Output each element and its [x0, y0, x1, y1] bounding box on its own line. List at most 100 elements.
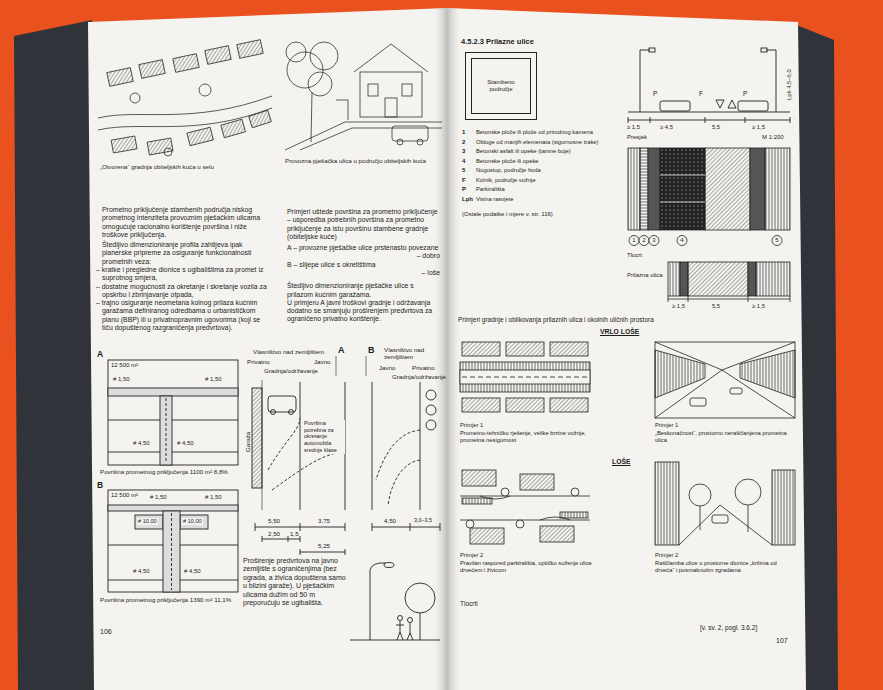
label-text: ≥ 1,5	[752, 303, 765, 310]
area-box: Stambeno područje	[465, 52, 537, 120]
label-text: Površina prometnog priključenja 1390 m² …	[100, 596, 260, 603]
plan-b	[108, 490, 238, 592]
label-text: Betonski asfalt ili opeke (tamne boje)	[476, 148, 571, 155]
label-text: Nogostup, područje hoda	[476, 167, 541, 174]
example-perspective	[655, 462, 795, 545]
label-text: # 1,50	[150, 494, 167, 501]
label-text: 4.5.2.3 Prilazne ulice	[461, 37, 534, 46]
text-column: Primjeri uštede površina za prometno pri…	[287, 208, 440, 324]
label-text: # 10,00	[137, 518, 158, 525]
label-text: 5,50	[268, 517, 280, 524]
label-text: 2	[462, 139, 465, 146]
label-text: 3	[462, 148, 465, 155]
label-text: Štedljivo dimenzioniranje profila zahtij…	[102, 241, 267, 266]
label-text: Prometno priključenje stambenih područja…	[102, 206, 267, 239]
label-text: 5	[462, 167, 465, 174]
label-text: P	[462, 186, 466, 193]
label-text: Javno	[379, 364, 396, 371]
label-text: Garaža	[244, 432, 251, 452]
example-plan	[460, 470, 590, 544]
label-text: 2,50	[268, 530, 280, 537]
village-sketch	[98, 40, 272, 156]
label-text: ≥ 1,5	[627, 124, 640, 131]
box-label: Stambeno područje	[475, 78, 527, 94]
label-text: ≥ 1,5	[672, 303, 685, 310]
label-text: U primjeru A javni troškovi gradnje i od…	[287, 299, 440, 324]
label-text: 5,5	[712, 303, 720, 310]
label-text: Javno	[314, 358, 331, 365]
label-text: Vlasništvo nad zemljištem	[253, 348, 324, 355]
label-text: B – slijepe ulice s okretištima	[287, 261, 440, 269]
label-text: # 1,50	[113, 376, 130, 383]
example-plan	[460, 342, 590, 412]
label-text: Primjeri gradnje i oblikovanja prilaznih…	[458, 316, 654, 324]
label-text: ≥ 1,5	[752, 124, 765, 131]
label-text: # 4,50	[133, 568, 150, 575]
label-text: – kratke i pregledne dionice s ugibališt…	[102, 266, 267, 283]
label-text: 12 500 m²	[111, 492, 138, 499]
label-text: – dostatne mogućnosti za okretanje i skr…	[102, 283, 267, 300]
label-text: Pravilan raspored parkirališta, optičko …	[460, 560, 595, 574]
label-text: Betonske ploče ili ploče od prirodnog ka…	[476, 129, 593, 136]
plan-a	[108, 360, 238, 465]
label-text: B	[97, 480, 103, 490]
label-text: Površina prometnog priključenja 1100 m² …	[100, 468, 260, 475]
label-text: VRLO LOŠE	[600, 328, 639, 336]
label-text: Visina rasvjete	[476, 196, 514, 203]
label-text: Prometno-tehničko rješenje, velike brzin…	[460, 430, 595, 444]
label-text: – dobro	[287, 252, 440, 260]
label-text: Štedljivo dimenzioniranje pješačke ulice…	[287, 282, 440, 299]
label-text: Primjer 2	[460, 552, 483, 559]
label-text: A	[97, 349, 103, 359]
right-page	[447, 8, 806, 690]
label-text: Betonske ploče ili opeke	[476, 158, 539, 165]
label-text: # 10,00	[182, 518, 203, 525]
label-text: Kolnik, područje vožnje	[476, 177, 536, 184]
example-perspective	[655, 342, 795, 418]
label-text: Privatno	[412, 364, 435, 371]
label-text: „Beskonačnost“, prostorno neraščlanjena …	[655, 430, 790, 444]
label-text: 107	[776, 637, 788, 645]
label-text: F	[698, 90, 704, 98]
label-text: Tlocrti	[460, 600, 478, 608]
lamp-sketch	[350, 563, 440, 641]
label-text: Primjeri uštede površina za prometno pri…	[287, 208, 440, 241]
label-text: F	[462, 177, 466, 184]
label-text: 4	[680, 237, 683, 244]
label-text: # 4,50	[133, 440, 150, 447]
label-text: A	[338, 345, 345, 356]
label-text: Prilazna ulica	[627, 272, 665, 279]
label-text: 5,25	[318, 542, 330, 549]
label-text: 5,5	[712, 124, 720, 131]
label-text: ≥ 4,5	[660, 124, 673, 131]
label-text: Parkirališta	[476, 186, 505, 193]
book-cover	[14, 20, 96, 690]
label-text: M 1:200	[762, 134, 784, 141]
label-text: 1	[462, 129, 465, 136]
label-text: Obloge od manjih elemenata (sigurnosne t…	[476, 139, 598, 146]
left-page	[88, 8, 447, 690]
label-text: 106	[100, 628, 112, 636]
label-text: (Ostale podatke i mjere v. str. 116)	[462, 211, 553, 218]
label-text: Raščlamba ulice u prostorne dionice „kri…	[655, 560, 790, 574]
label-text: 1	[632, 237, 635, 244]
text-column: Prometno priključenje stambenih područja…	[102, 206, 267, 332]
label-text: Privatno	[247, 358, 270, 365]
label-text: – loše	[287, 269, 440, 277]
label-text: P	[652, 90, 658, 98]
label-text: „Otvorena“ gradnja obiteljskih kuća u se…	[100, 163, 275, 170]
label-text: Lph 4,5–6,0	[786, 69, 793, 100]
street-section	[628, 48, 790, 123]
label-text: [v. sv. 2, pogl. 3.6.2]	[700, 624, 757, 632]
label-text: Presjek	[627, 134, 647, 141]
label-text: # 4,50	[177, 440, 194, 447]
label-text: Primjer 1	[655, 422, 678, 429]
gutter-shadow	[432, 8, 462, 690]
street-sketch	[285, 42, 442, 150]
label-text: 3,75	[318, 517, 330, 524]
label-text: # 4,50	[184, 568, 201, 575]
label-text: 4	[462, 158, 465, 165]
label-text: Gradnja/održavanje	[392, 373, 446, 380]
